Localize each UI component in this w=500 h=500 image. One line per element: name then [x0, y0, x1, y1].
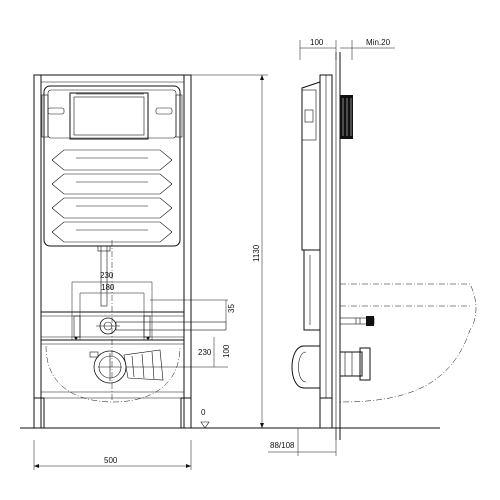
right-upright — [183, 74, 192, 429]
dim-100-side: 100 — [310, 38, 324, 47]
dim-230-top: 230 — [100, 271, 114, 280]
left-upright — [33, 74, 42, 429]
floor-level-marker — [200, 421, 210, 429]
dim-1130: 1130 — [252, 244, 261, 262]
flush-plate — [69, 92, 149, 140]
dim-min20: Min.20 — [366, 38, 391, 47]
drain-connection — [89, 349, 164, 384]
dim-500: 500 — [104, 456, 118, 465]
right-foot — [180, 397, 192, 429]
side-drain-elbow — [291, 345, 321, 389]
dim-100-drain: 100 — [222, 344, 231, 358]
dim-0: 0 — [201, 408, 206, 417]
front-dimensions: 500 1130 35 230 100 0 — [33, 74, 268, 470]
toilet-outline — [45, 345, 181, 403]
dim-35: 35 — [227, 304, 236, 313]
dim-180: 180 — [101, 283, 115, 292]
dim-88-108: 88/108 — [270, 441, 295, 450]
side-view: 100 Min.20 88/108 — [268, 38, 477, 456]
side-toilet-outline — [339, 283, 477, 403]
side-cistern — [301, 81, 321, 251]
front-view: 230 180 — [20, 74, 440, 429]
left-foot — [33, 397, 45, 429]
cistern-ribs — [51, 149, 173, 243]
dim-230-drain: 230 — [198, 348, 212, 357]
